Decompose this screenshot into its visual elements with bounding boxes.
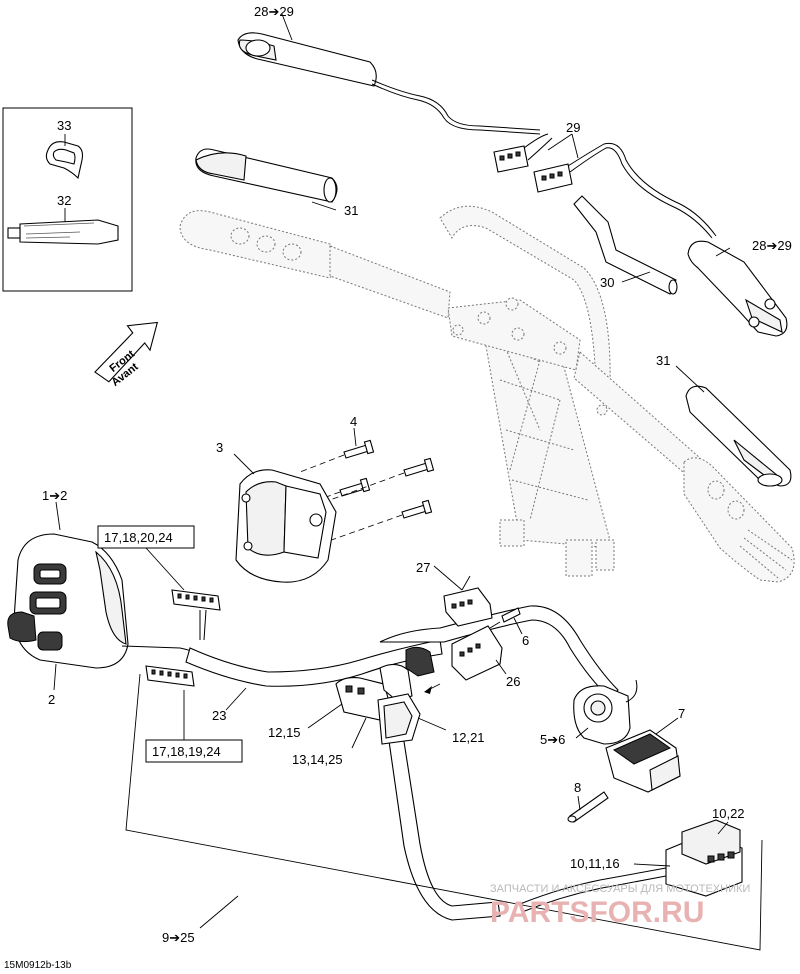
callout-13-14-25: 13,14,25 xyxy=(292,752,343,767)
sealant-tube-part-32 xyxy=(7,219,119,245)
connectors-part-29 xyxy=(493,133,717,239)
heating-element-28-29-right xyxy=(687,240,788,337)
callout-30: 30 xyxy=(600,275,614,290)
callout-2: 2 xyxy=(48,692,55,707)
callout-31-right: 31 xyxy=(656,353,670,368)
part-30 xyxy=(573,195,678,295)
heating-element-28-29-top xyxy=(237,32,541,135)
callout-9-25: 9➔25 xyxy=(162,930,195,945)
callout-31-top: 31 xyxy=(344,203,358,218)
inset-box: 33 32 xyxy=(2,107,133,292)
screws-part-4 xyxy=(295,439,435,545)
handlebar-ghost xyxy=(179,205,795,583)
assembly-bracket-9-25 xyxy=(125,673,763,951)
callout-12-21: 12,21 xyxy=(452,730,485,745)
callout-29: 29 xyxy=(566,120,580,135)
callout-23: 23 xyxy=(212,708,226,723)
callout-1-2: 1➔2 xyxy=(42,488,67,503)
switch-housing-part-1-2 xyxy=(7,533,201,669)
callout-8: 8 xyxy=(574,780,581,795)
callout-10-11-16: 10,11,16 xyxy=(570,856,620,871)
front-direction-arrow: Front Avant xyxy=(94,321,159,389)
callout-5-6: 5➔6 xyxy=(540,732,565,747)
callout-12-15: 12,15 xyxy=(268,725,301,740)
callout-26: 26 xyxy=(506,674,520,689)
boxed-callout-17-18-20-24: 17,18,20,24 xyxy=(104,530,173,545)
watermark-caption: ЗАПЧАСТИ И АКСЕССУАРЫ ДЛЯ МОТОТЕХНИКИ xyxy=(490,883,750,895)
wiring-harness-23 xyxy=(185,605,619,921)
pin-part-8 xyxy=(567,791,609,823)
callout-10-22: 10,22 xyxy=(712,806,745,821)
callout-7: 7 xyxy=(678,706,685,721)
callout-4: 4 xyxy=(350,414,357,429)
callout-27: 27 xyxy=(416,560,430,575)
switch-part-5-6 xyxy=(573,679,638,745)
figure-id: 15M0912b-13b xyxy=(4,960,72,971)
watermark: ЗАПЧАСТИ И АКСЕССУАРЫ ДЛЯ МОТОТЕХНИКИ PA… xyxy=(490,883,750,929)
terminal-part-6 xyxy=(489,607,521,629)
callout-28-29-right: 28➔29 xyxy=(752,238,792,253)
callout-28-29-top: 28➔29 xyxy=(254,4,294,19)
callout-33: 33 xyxy=(57,118,71,133)
callout-3: 3 xyxy=(216,440,223,455)
holder-part-7 xyxy=(605,729,681,793)
connector-cluster-12-15 xyxy=(335,646,435,745)
callout-32: 32 xyxy=(57,193,71,208)
callout-6: 6 xyxy=(522,633,529,648)
connector-part-27 xyxy=(443,575,493,627)
grip-sleeve-31-right xyxy=(685,385,792,487)
grip-sleeve-31-top xyxy=(195,148,338,203)
boxed-callout-17-18-19-24: 17,18,19,24 xyxy=(152,744,221,759)
watermark-logo: PARTSFOR.RU xyxy=(490,896,704,929)
connector-17-18-19-24 xyxy=(145,665,243,763)
module-part-10 xyxy=(519,819,743,913)
connector-part-26 xyxy=(424,625,503,694)
housing-part-3 xyxy=(235,469,337,583)
clip-part-33 xyxy=(45,141,84,180)
